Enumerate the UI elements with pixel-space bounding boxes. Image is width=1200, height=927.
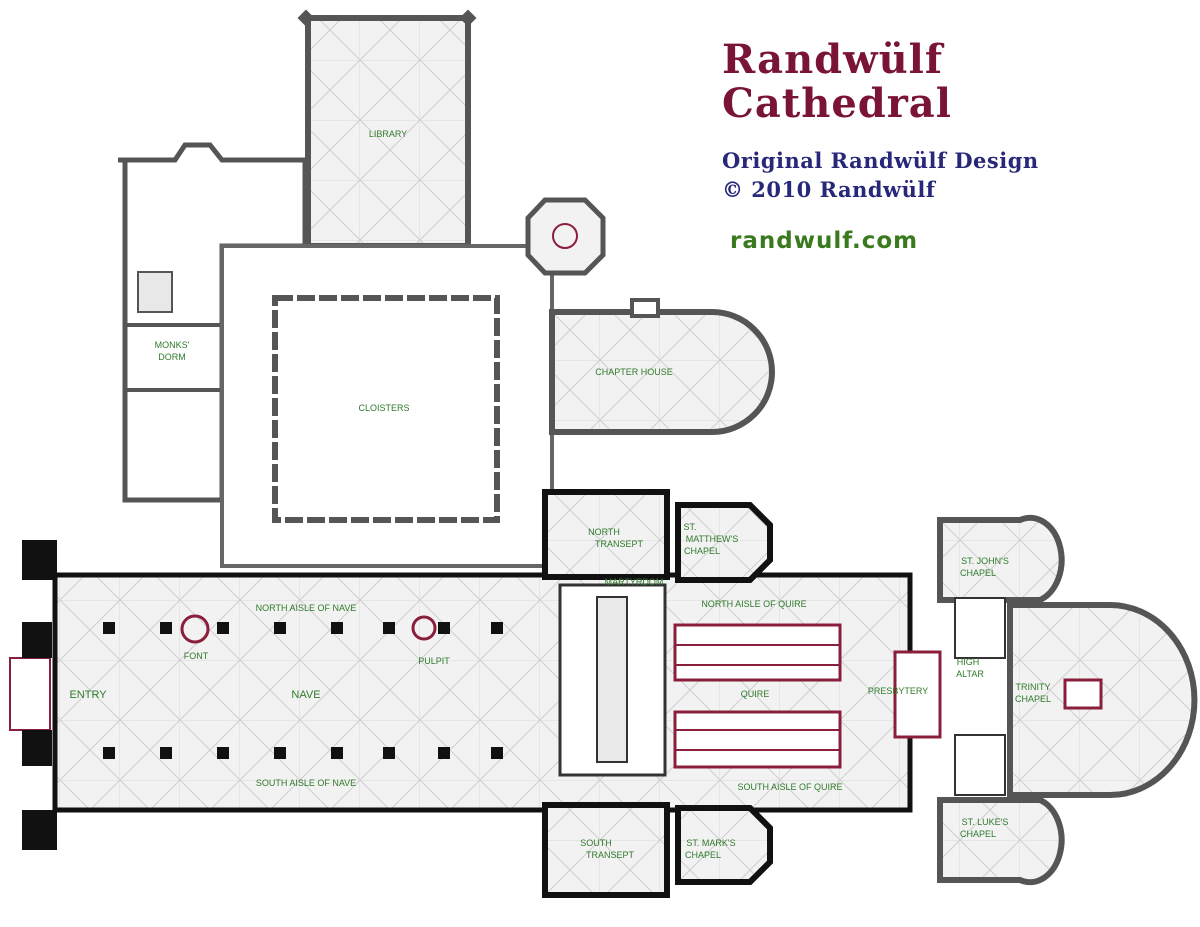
piers bbox=[22, 540, 503, 850]
trinity-chapel-label-2: CHAPEL bbox=[1015, 694, 1051, 704]
north-transept-label-1: NORTH bbox=[588, 527, 620, 537]
south-aisle-nave-label: SOUTH AISLE OF NAVE bbox=[256, 778, 356, 788]
cloisters bbox=[272, 295, 500, 523]
subtitle-copyright: © 2010 Randwülf bbox=[722, 177, 936, 202]
trinity-chapel-label-1: TRINITY bbox=[1016, 682, 1051, 692]
presbytery-label: PRESBYTERY bbox=[868, 686, 928, 696]
st-marks-label-2: CHAPEL bbox=[685, 850, 721, 860]
subtitle-design: Original Randwülf Design bbox=[722, 148, 1039, 173]
cloisters-label: CLOISTERS bbox=[358, 403, 409, 413]
st-lukes-label-2: CHAPEL bbox=[960, 829, 996, 839]
title-line-2: Cathedral bbox=[722, 80, 952, 127]
north-aisle-quire-label: NORTH AISLE OF QUIRE bbox=[701, 599, 806, 609]
stair-tower bbox=[525, 197, 606, 276]
south-transept-label-2: TRANSEPT bbox=[586, 850, 635, 860]
st-johns-label-1: ST. JOHN'S bbox=[961, 556, 1009, 566]
south-aisle-quire-label: SOUTH AISLE OF QUIRE bbox=[737, 782, 842, 792]
st-lukes-label-1: ST. LUKE'S bbox=[962, 817, 1009, 827]
cathedral-body bbox=[9, 489, 1198, 898]
st-matthews-label-3: CHAPEL bbox=[684, 546, 720, 556]
library-label: LIBRARY bbox=[369, 129, 407, 139]
monks-dorm-label-2: DORM bbox=[158, 352, 186, 362]
st-marks-label-1: ST. MARK'S bbox=[686, 838, 735, 848]
title-line-1: Randwülf bbox=[722, 36, 944, 83]
quire-label: QUIRE bbox=[741, 689, 770, 699]
library bbox=[297, 9, 477, 249]
st-matthews-label-2: MATTHEW'S bbox=[686, 534, 739, 544]
entry-label: ENTRY bbox=[69, 689, 107, 701]
chapter-house bbox=[549, 298, 775, 435]
north-aisle-nave-label: NORTH AISLE OF NAVE bbox=[256, 603, 357, 613]
monks-dorm-block bbox=[118, 142, 308, 503]
chapter-house-label: CHAPTER HOUSE bbox=[595, 367, 673, 377]
title-block: Randwülf Cathedral Original Randwülf Des… bbox=[722, 36, 1182, 255]
st-johns-label-2: CHAPEL bbox=[960, 568, 996, 578]
south-transept-label-1: SOUTH bbox=[580, 838, 612, 848]
pulpit-label: PULPIT bbox=[418, 656, 450, 666]
font-label: FONT bbox=[184, 651, 209, 661]
st-matthews-label-1: ST. bbox=[683, 522, 696, 532]
high-altar-label-2: ALTAR bbox=[956, 669, 984, 679]
website-link[interactable]: randwulf.com bbox=[730, 228, 919, 254]
martyrdom-label: MARTYRDOM bbox=[605, 577, 664, 587]
monks-dorm-label-1: MONKS' bbox=[155, 340, 190, 350]
north-transept-label-2: TRANSEPT bbox=[595, 539, 644, 549]
high-altar-label-1: HIGH bbox=[957, 657, 980, 667]
nave-label: NAVE bbox=[291, 689, 320, 701]
